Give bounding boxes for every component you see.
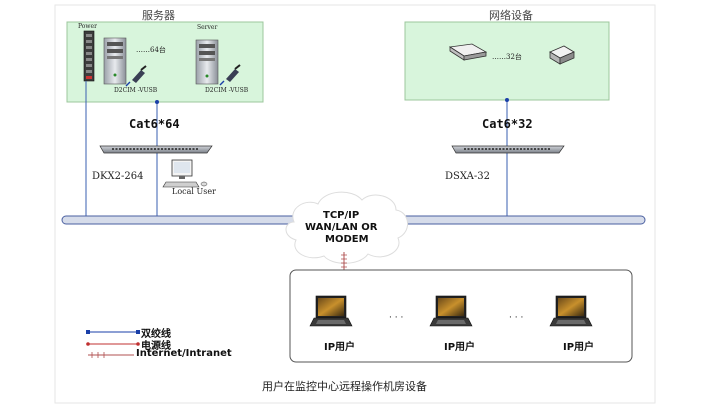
legend-label-internet: Internet/Intranet — [136, 348, 232, 359]
server-group-box — [66, 21, 264, 103]
legend-power-line — [86, 342, 140, 346]
laptop-icon — [429, 295, 473, 327]
power-strip-icon — [83, 30, 95, 82]
right-cable-label: Cat6*32 — [482, 117, 533, 131]
outer-frame — [54, 4, 656, 404]
legend-twisted-pair-line — [86, 330, 140, 334]
laptop-icon — [309, 295, 353, 327]
cloud-line-2: WAN/LAN OR — [305, 222, 378, 233]
usb-dongle-icon — [125, 65, 147, 87]
clients-ellipsis: · · · — [389, 313, 404, 323]
legend-internet-line — [88, 352, 134, 358]
server-label: Server — [197, 24, 218, 31]
cable-joint — [155, 100, 159, 104]
dsxa-kvm-switch-icon — [451, 145, 565, 154]
ip-user-label: IP用户 — [444, 342, 476, 353]
dongle-label: D2CIM -VUSB — [205, 87, 249, 94]
ip-user-label: IP用户 — [563, 342, 595, 353]
network-count-label: ……32台 — [492, 53, 522, 61]
dongle-label: D2CIM -VUSB — [114, 87, 158, 94]
dkx2-label: DKX2-264 — [92, 171, 144, 182]
dkx2-kvm-switch-icon — [99, 145, 213, 154]
left-cable-label: Cat6*64 — [129, 117, 180, 131]
legend-label-power: 电源线 — [141, 341, 171, 352]
laptop-icon — [549, 295, 593, 327]
server-group-title: 服务器 — [142, 9, 175, 22]
cable-joint — [505, 98, 509, 102]
diagram-caption: 用户在监控中心远程操作机房设备 — [262, 380, 427, 393]
local-user-label: Local User — [172, 187, 216, 196]
dsxa-label: DSXA-32 — [445, 171, 490, 182]
network-device-box — [404, 21, 610, 101]
cloud-line-1: TCP/IP — [323, 210, 360, 221]
power-label: Power — [78, 23, 97, 30]
usb-dongle-icon — [219, 64, 241, 86]
network-switch-device-icon — [448, 43, 488, 61]
server-tower-icon — [195, 39, 219, 85]
network-device-title: 网络设备 — [489, 9, 533, 22]
local-user-workstation-icon — [162, 159, 208, 188]
legend-label-twisted-pair: 双绞线 — [141, 329, 171, 340]
network-cloud — [285, 191, 408, 264]
server-count-label: ……64台 — [136, 46, 166, 54]
cloud-line-3: MODEM — [325, 234, 369, 245]
internet-link-ticks — [341, 254, 347, 268]
server-tower-icon — [103, 37, 127, 85]
router-device-icon — [549, 45, 575, 65]
clients-ellipsis: · · · — [509, 313, 524, 323]
ip-user-label: IP用户 — [324, 342, 356, 353]
